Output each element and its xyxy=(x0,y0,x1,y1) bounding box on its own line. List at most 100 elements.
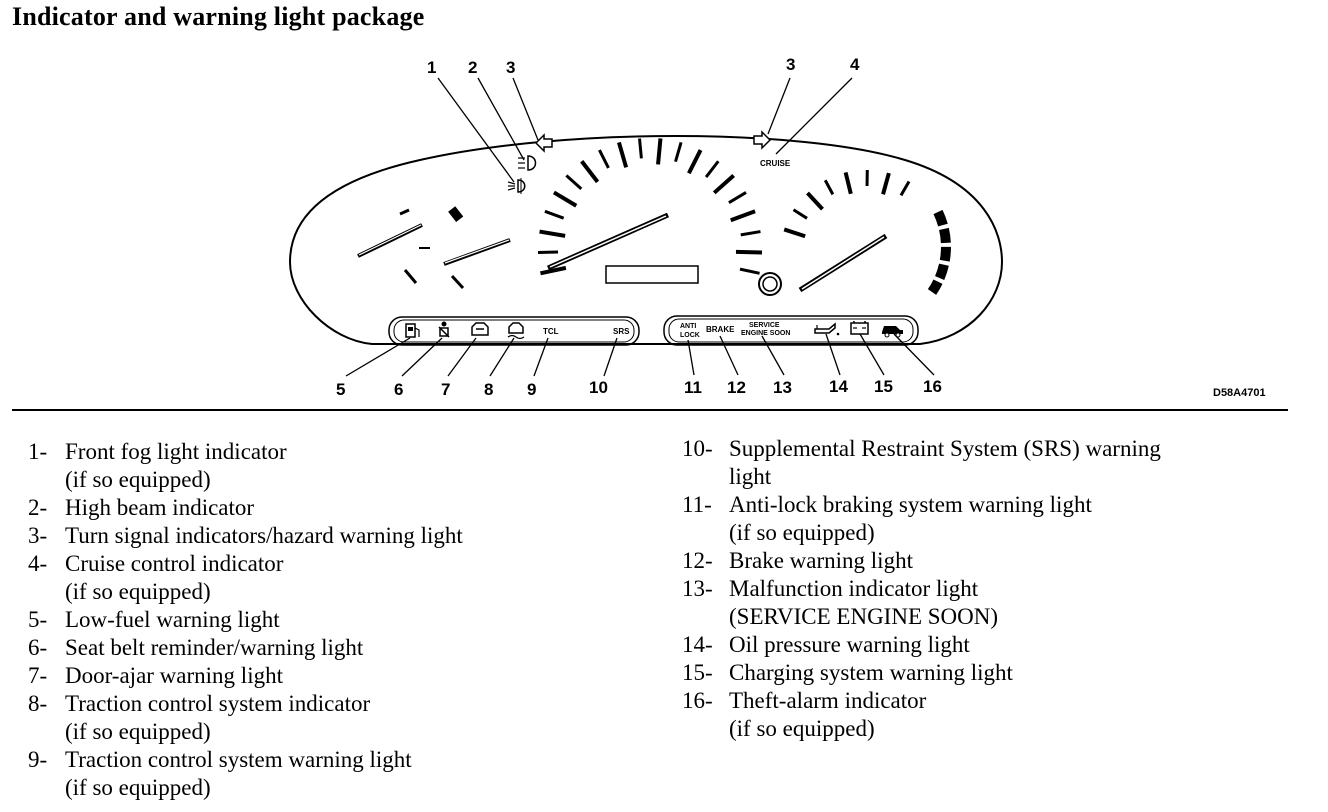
speedometer-tick xyxy=(735,249,763,255)
legend-item-number: 5- xyxy=(28,607,48,632)
callout-6: 6 xyxy=(394,380,403,399)
legend-item-subtext: (if so equipped) xyxy=(729,520,875,545)
legend-item-number: 2- xyxy=(28,495,48,520)
legend-item-subtext: (if so equipped) xyxy=(65,467,211,492)
callout-11: 11 xyxy=(684,378,702,397)
speedometer-tick xyxy=(687,149,703,175)
legend-item-text: Seat belt reminder/warning light xyxy=(65,635,364,660)
instrument-cluster-diagram: CRUISE TCL SRS ANTI LOCK BRAKE SERVICE E… xyxy=(288,55,1266,399)
trip-reset-knob xyxy=(758,272,782,296)
legend-item-number: 8- xyxy=(28,691,48,716)
legend-item-text-wrap: Turn signal indicators/hazard warning li… xyxy=(65,522,648,550)
page-title: Indicator and warning light package xyxy=(12,2,425,31)
speedometer-tick xyxy=(739,267,760,275)
speedometer-tick xyxy=(580,160,600,184)
cruise-label: CRUISE xyxy=(760,159,791,168)
legend-item-text-wrap: Brake warning light xyxy=(729,547,1322,575)
legend-item-text-wrap: Malfunction indicator light(SERVICE ENGI… xyxy=(729,575,1322,631)
legend-item-text: Oil pressure warning light xyxy=(729,632,970,657)
oil-pressure-icon xyxy=(814,322,840,336)
speedometer-tick xyxy=(617,141,629,168)
legend-item-number: 15- xyxy=(682,660,713,685)
legend-item-number: 16- xyxy=(682,688,713,713)
high-beam-icon xyxy=(518,155,537,171)
door-ajar-icon xyxy=(471,322,489,336)
legend-item-text: Low-fuel warning light xyxy=(65,607,280,632)
callout-16: 16 xyxy=(923,377,942,396)
legend-item: 12- Brake warning light xyxy=(682,547,1322,575)
callout-8: 8 xyxy=(484,380,493,399)
legend-item: 7-Door-ajar warning light xyxy=(28,662,648,690)
tachometer-tick xyxy=(881,172,891,195)
tachometer xyxy=(783,169,911,239)
callout-13: 13 xyxy=(773,378,792,397)
seat-belt-icon xyxy=(438,321,450,338)
callout-5: 5 xyxy=(336,380,345,399)
legend-item: 8- Traction control system indicator (if s… xyxy=(28,690,648,746)
tachometer-tick xyxy=(792,208,808,220)
traction-control-icon xyxy=(507,322,525,340)
legend-item-text: Charging system warning light xyxy=(729,660,1013,685)
callout-7: 7 xyxy=(441,380,450,399)
brake-label: BRAKE xyxy=(706,325,735,334)
callout-12: 12 xyxy=(727,378,746,397)
legend-item-text-wrap: Theft-alarm indicator(if so equipped) xyxy=(729,687,1322,743)
legend-item-text: Turn signal indicators/hazard warning li… xyxy=(65,523,463,548)
figure-code: D58A4701 xyxy=(1213,387,1266,399)
legend-item: 15- Charging system warning light xyxy=(682,659,1322,687)
tachometer-tick xyxy=(843,171,853,195)
divider-line xyxy=(12,409,1288,411)
legend-item-subtext: (if so equipped) xyxy=(65,719,211,744)
legend-item-text-wrap: Low-fuel warning light xyxy=(65,606,648,634)
legend-item: 14-Oil pressure warning light xyxy=(682,631,1322,659)
legend-item-text: High beam indicator xyxy=(65,495,255,520)
legend-item-text: Door-ajar warning light xyxy=(65,663,283,688)
legend-item-text-wrap: Oil pressure warning light xyxy=(729,631,1322,659)
speedometer-tick xyxy=(704,160,720,179)
speedometer xyxy=(537,138,763,276)
speedometer-tick xyxy=(730,209,756,223)
legend-item: 1-Front fog light indicator(if so equipp… xyxy=(28,438,648,494)
legend-item: 4-Cruise control indicator(if so equippe… xyxy=(28,550,648,606)
legend-item-number: 11- xyxy=(682,492,712,517)
legend-item-subtext: (if so equipped) xyxy=(65,775,211,800)
callout-14: 14 xyxy=(829,377,848,396)
tachometer-tick xyxy=(806,191,824,211)
fog-light-icon xyxy=(507,178,526,194)
tachometer-tick xyxy=(823,179,835,196)
callout-9: 9 xyxy=(527,380,536,399)
legend-item-text-wrap: Door-ajar warning light xyxy=(65,662,648,690)
legend-item-text-wrap: High beam indicator xyxy=(65,494,648,522)
callout-leader-lines xyxy=(345,77,935,377)
legend-item-number: 12- xyxy=(682,548,713,573)
legend-left-column: 1-Front fog light indicator(if so equipp… xyxy=(28,438,648,802)
anti-lock-label-bottom: LOCK xyxy=(680,332,700,339)
legend-item-number: 1- xyxy=(28,439,48,464)
speedometer-tick xyxy=(539,229,566,238)
left-gauge-red-mark xyxy=(448,206,464,222)
legend-item-subtext: (SERVICE ENGINE SOON) xyxy=(729,604,999,629)
legend-item-text-wrap: Cruise control indicator(if so equipped) xyxy=(65,550,648,606)
legend-item-text: Traction control system indicator xyxy=(65,691,371,716)
legend-item: 13- Malfunction indicator light(SERVICE E… xyxy=(682,575,1322,631)
legend-item-number: 6- xyxy=(28,635,48,660)
speedometer-tick xyxy=(544,209,565,220)
speedometer-tick xyxy=(656,138,663,165)
legend-right-column: 10-Supplemental Restraint System (SRS) w… xyxy=(682,435,1322,743)
speedometer-tick xyxy=(728,191,747,204)
callout-2: 2 xyxy=(468,58,477,77)
service-label: SERVICE xyxy=(749,322,780,329)
legend-item-text-wrap: Traction control system warning light(if… xyxy=(65,746,648,802)
legend-item-text: Theft-alarm indicator xyxy=(729,688,927,713)
legend-item: 6- Seat belt reminder/warning light xyxy=(28,634,648,662)
legend-item: 10-Supplemental Restraint System (SRS) w… xyxy=(682,435,1322,491)
legend-item: 2- High beam indicator xyxy=(28,494,648,522)
callout-10: 10 xyxy=(589,378,608,397)
callout-3-right: 3 xyxy=(786,55,795,74)
tachometer-tick xyxy=(783,227,806,239)
odometer-window xyxy=(605,265,699,284)
legend-item-number: 9- xyxy=(28,747,48,772)
legend-item: 3-Turn signal indicators/hazard warning … xyxy=(28,522,648,550)
legend-item-number: 13- xyxy=(682,576,713,601)
legend-item-text: Brake warning light xyxy=(729,548,913,573)
